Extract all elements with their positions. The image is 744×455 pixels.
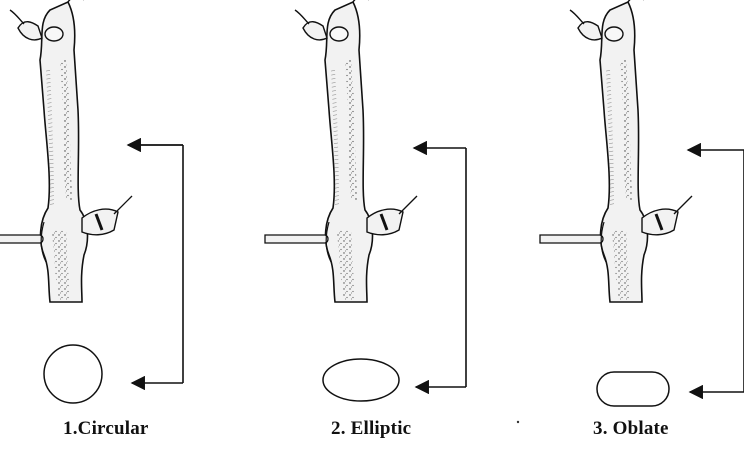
oblate-cross-section xyxy=(597,372,669,406)
caption-circular: 1.Circular xyxy=(63,418,149,440)
twig-drawing-3 xyxy=(540,0,692,302)
twig-drawing-1 xyxy=(0,0,132,302)
twig-drawing-2 xyxy=(265,0,417,302)
caption-oblate: 3. Oblate xyxy=(593,418,669,440)
arrow-left-icon xyxy=(132,145,183,383)
elliptic-cross-section xyxy=(323,359,399,401)
caption-elliptic: 2. Elliptic xyxy=(331,418,411,440)
circular-cross-section xyxy=(44,345,102,403)
stray-mark xyxy=(517,421,519,423)
